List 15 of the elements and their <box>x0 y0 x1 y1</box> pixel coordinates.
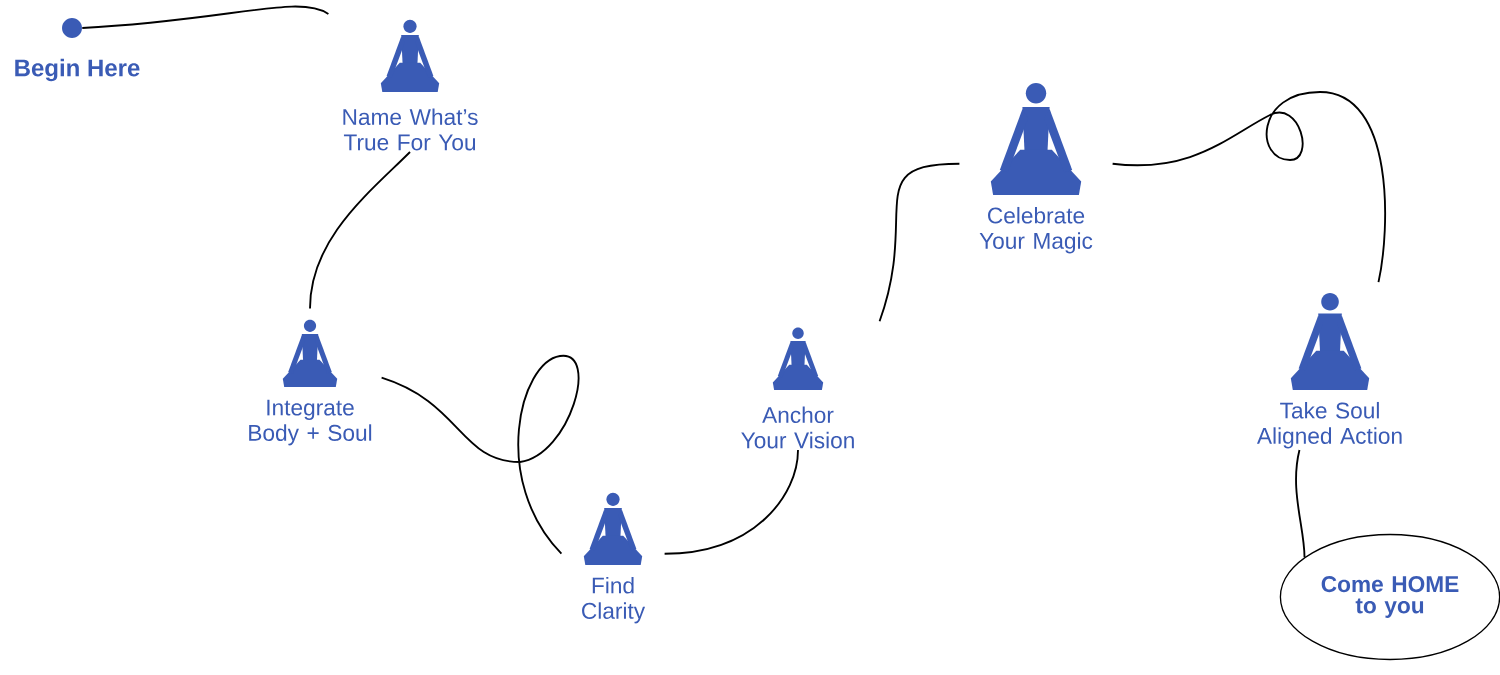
step-label: Integrate Body + Soul <box>249 399 372 446</box>
path-line <box>380 355 580 555</box>
path-line <box>663 449 799 555</box>
path-line <box>878 162 961 323</box>
path-line <box>81 5 330 29</box>
step-label: Take Soul Aligned Action <box>1256 401 1402 449</box>
step-label: Find Clarity <box>582 576 646 624</box>
step-label: Anchor Your Vision <box>741 406 854 449</box>
step-label: Celebrate Your Magic <box>979 206 1093 254</box>
path-line <box>1111 91 1387 284</box>
path-line <box>1295 449 1306 559</box>
path-line <box>309 151 411 310</box>
start-label: Begin Here <box>15 58 140 82</box>
start-dot <box>62 18 82 38</box>
step-label: Name What’s True For You <box>343 108 478 151</box>
